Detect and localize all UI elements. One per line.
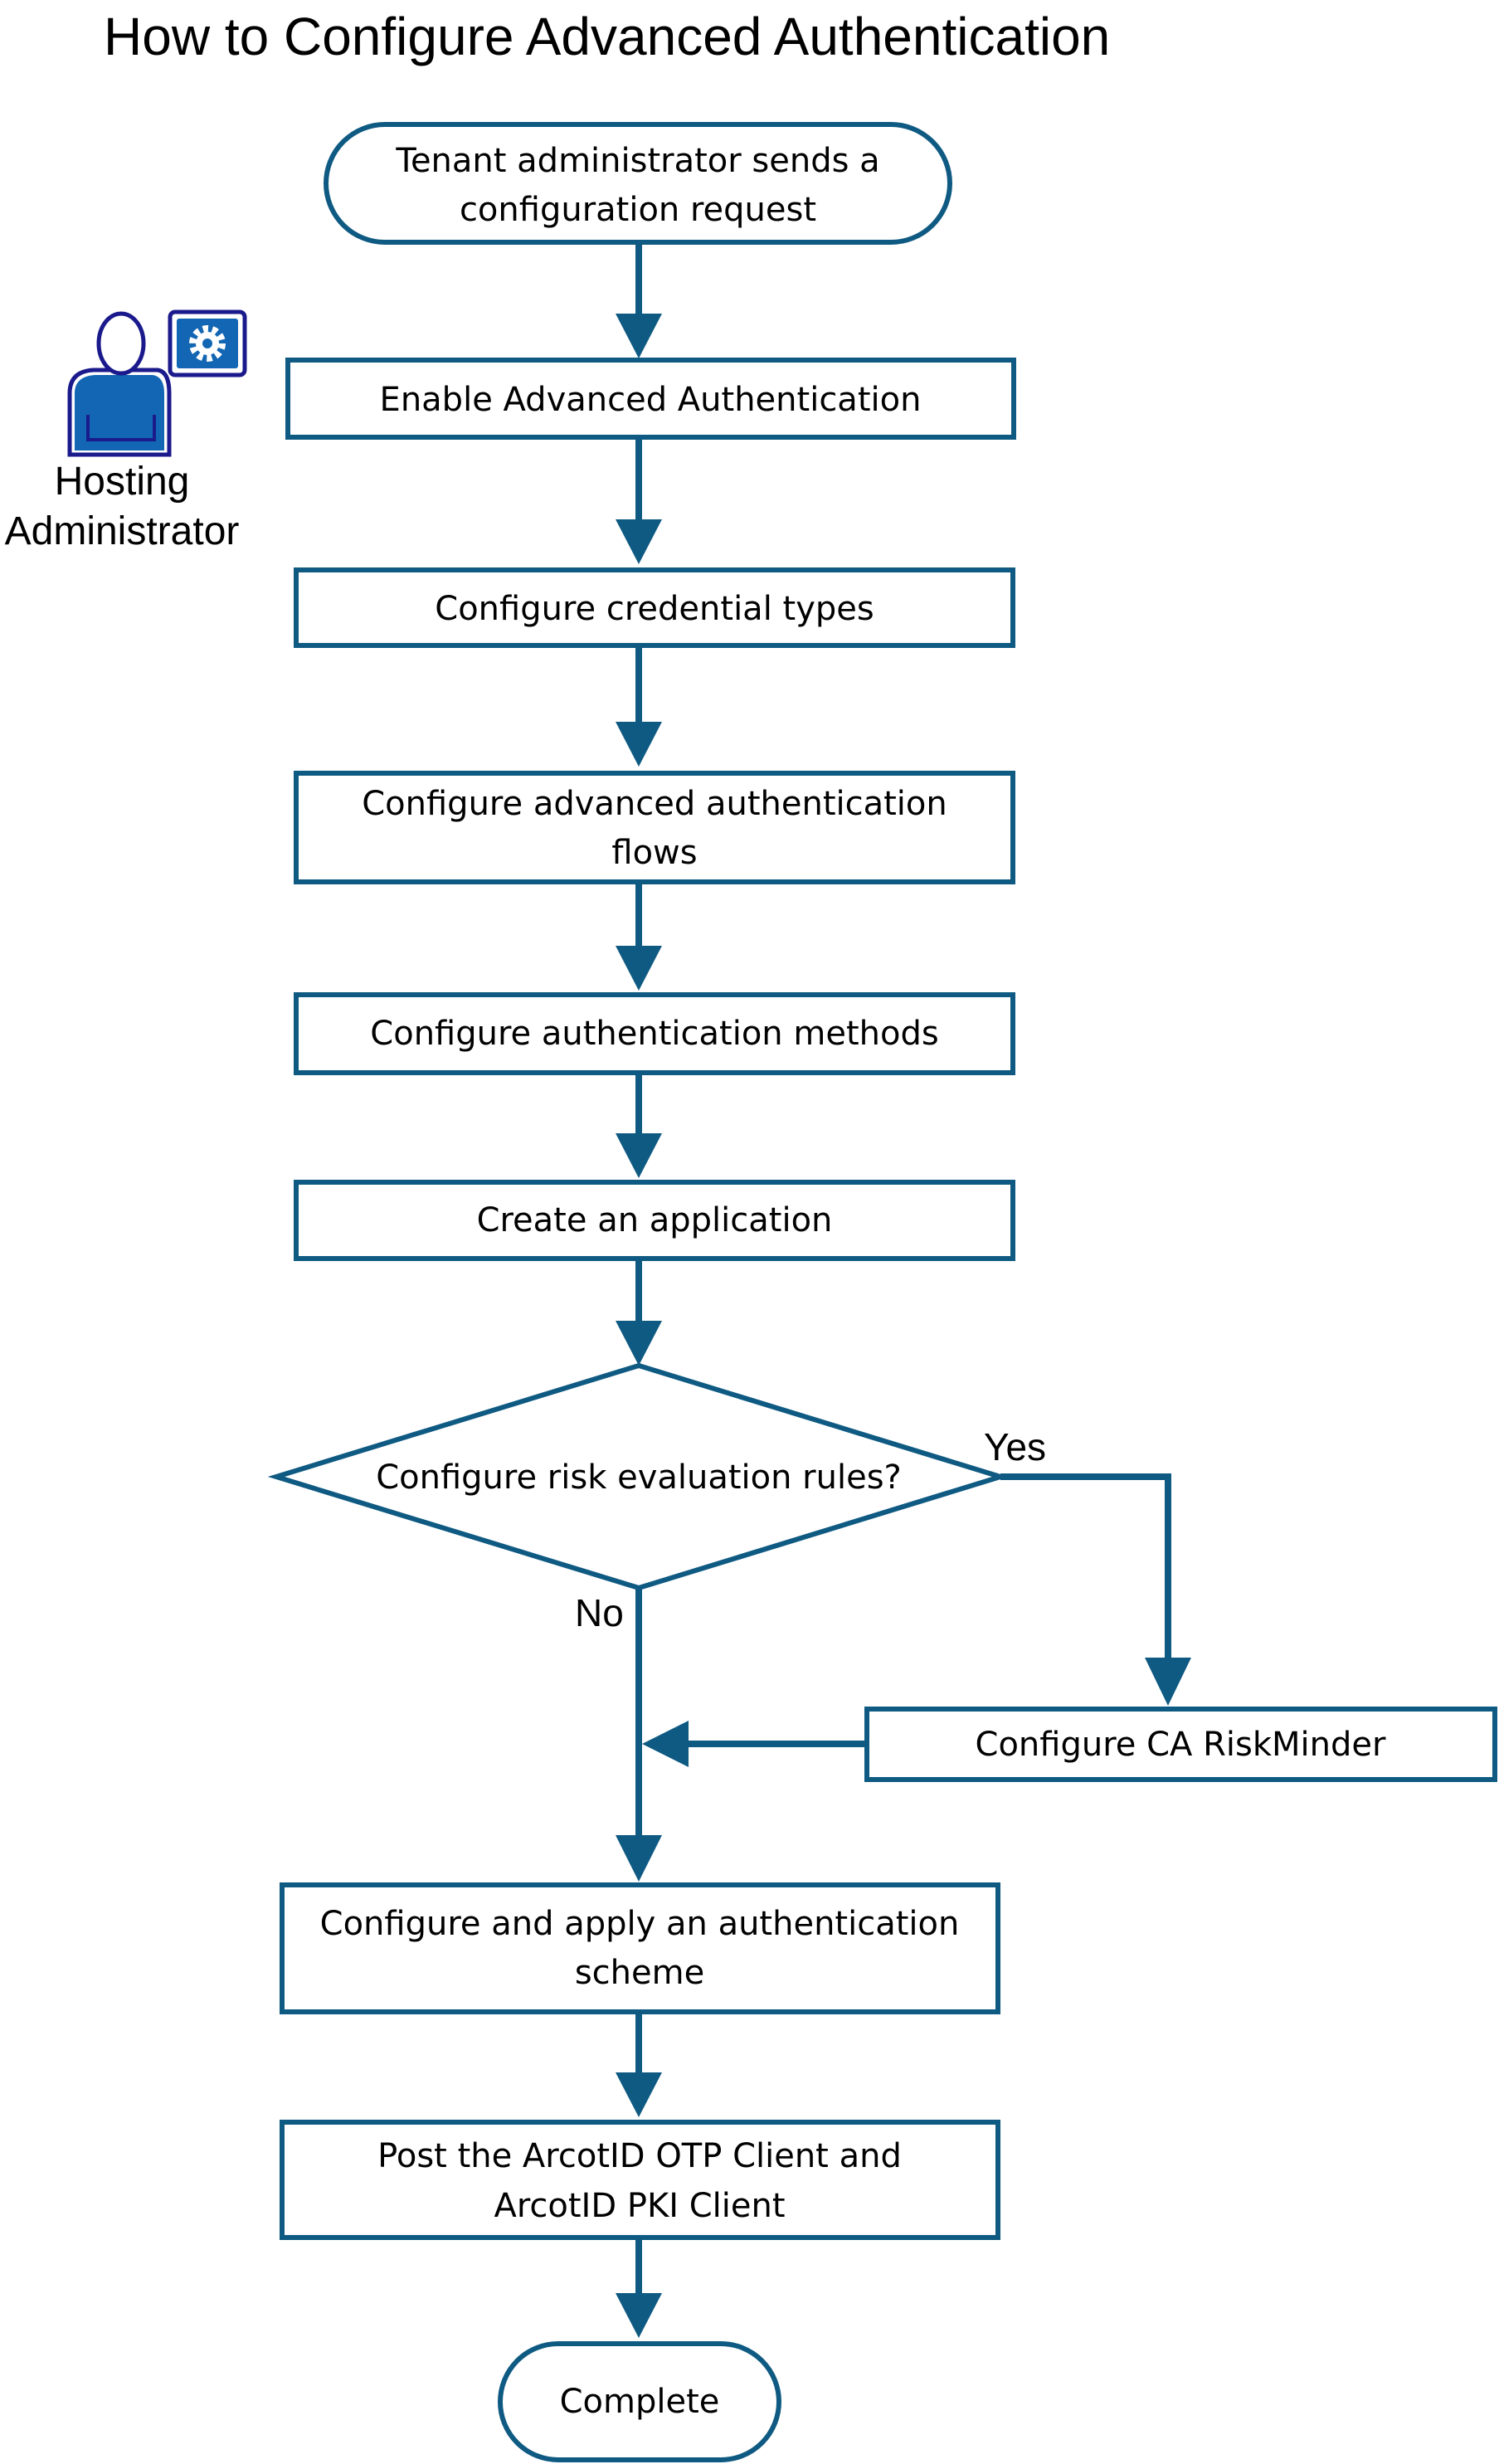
arrowhead <box>642 1721 689 1767</box>
scheme-step-line2: scheme <box>575 1954 704 1992</box>
arrowhead <box>616 1133 662 1178</box>
enable-advanced-authentication-step: Enable Advanced Authentication <box>285 358 1016 440</box>
role-label-line1: Hosting <box>55 460 190 504</box>
scheme-step-line1: Configure and apply an authentication <box>320 1905 960 1943</box>
methods-step-label: Configure authentication methods <box>370 1015 938 1053</box>
hosting-administrator-icon <box>67 309 247 457</box>
person-icon <box>67 311 172 457</box>
configure-authentication-scheme-step: Configure and apply an authentication sc… <box>280 1882 1000 2014</box>
post-arcotid-clients-step: Post the ArcotID OTP Client and ArcotID … <box>280 2120 1000 2240</box>
start-node: Tenant administrator sends a configurati… <box>324 122 952 245</box>
configure-riskminder-step: Configure CA RiskMinder <box>864 1707 1497 1782</box>
flows-step-line2: flows <box>611 834 697 872</box>
start-node-line2: configuration request <box>460 191 816 229</box>
gear-icon <box>189 325 226 362</box>
edge-yes-riskminder <box>1000 1473 1171 1666</box>
end-node: Complete <box>498 2341 781 2462</box>
enable-step-label: Enable Advanced Authentication <box>380 381 922 419</box>
configure-credential-types-step: Configure credential types <box>294 567 1015 648</box>
arrowhead <box>1145 1658 1191 1706</box>
riskminder-step-label: Configure CA RiskMinder <box>976 1726 1386 1764</box>
post-step-line2: ArcotID PKI Client <box>494 2187 785 2225</box>
decision-label: Configure risk evaluation rules? <box>376 1458 902 1497</box>
arrowhead <box>616 2293 662 2338</box>
arrowhead <box>616 946 662 991</box>
arrowhead <box>616 1835 662 1882</box>
credential-step-label: Configure credential types <box>435 590 874 628</box>
end-node-label: Complete <box>560 2383 720 2421</box>
arrowhead <box>616 1321 662 1366</box>
connectors <box>616 242 1191 2338</box>
create-application-step: Create an application <box>294 1180 1015 1261</box>
arrowhead <box>616 314 662 358</box>
start-node-line1: Tenant administrator sends a <box>395 142 879 180</box>
arrowhead <box>616 2072 662 2117</box>
arrowhead <box>616 722 662 767</box>
risk-rules-decision: Configure risk evaluation rules? <box>267 1362 1010 1591</box>
application-step-label: Create an application <box>477 1201 833 1239</box>
post-step-line1: Post the ArcotID OTP Client and <box>377 2137 902 2175</box>
configure-authentication-methods-step: Configure authentication methods <box>294 992 1015 1075</box>
arrowhead <box>616 519 662 564</box>
diagram-title: How to Configure Advanced Authentication <box>104 7 1110 66</box>
yes-label: Yes <box>984 1425 1046 1468</box>
configure-authentication-flows-step: Configure advanced authentication flows <box>294 771 1015 884</box>
flows-step-line1: Configure advanced authentication <box>362 785 947 823</box>
role-label-line2: Administrator <box>5 509 240 553</box>
no-label: No <box>575 1591 624 1634</box>
